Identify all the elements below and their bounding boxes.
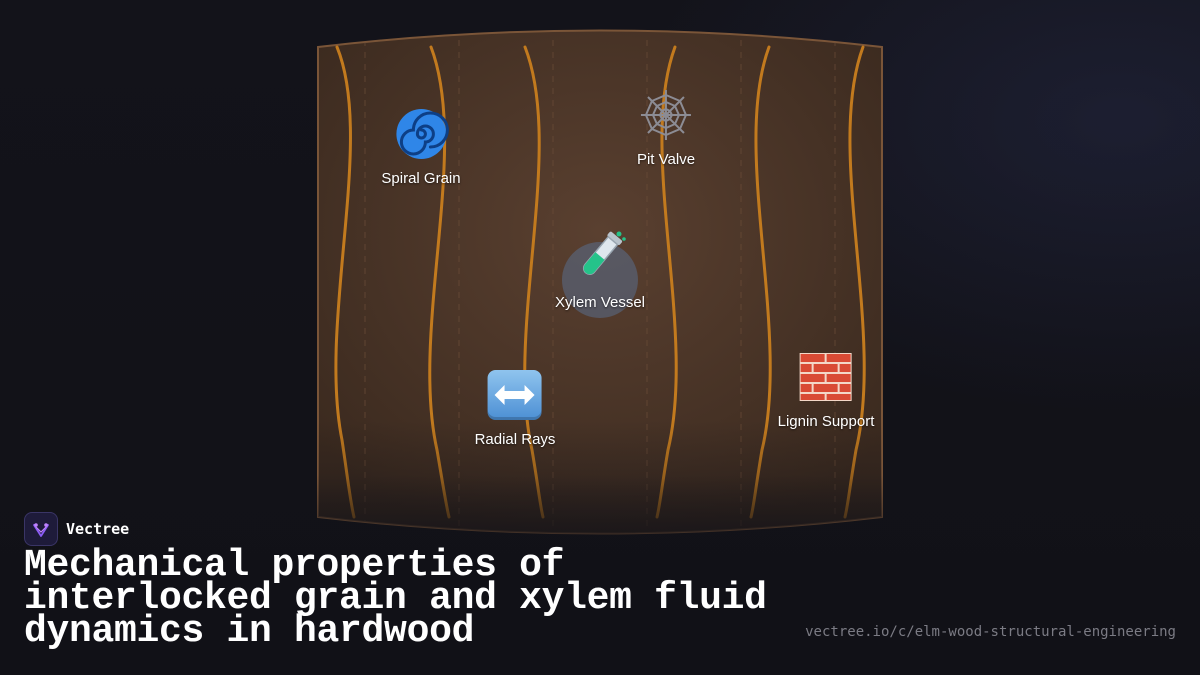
node-label: Lignin Support [777, 413, 875, 430]
node-pit-valve[interactable]: Pit Valve [637, 87, 695, 168]
cyclone-icon [393, 106, 449, 162]
node-label: Radial Rays [474, 431, 556, 448]
node-xylem-vessel[interactable]: Xylem Vessel [554, 228, 646, 318]
brick-icon [798, 349, 854, 405]
vectree-logo-icon [24, 512, 58, 546]
footer-fade [0, 475, 1200, 675]
brand-name: Vectree [66, 520, 130, 538]
node-label: Pit Valve [636, 151, 696, 168]
page-title: Mechanical properties of interlocked gra… [24, 544, 767, 653]
spider-web-icon [638, 87, 694, 143]
node-label: Spiral Grain [381, 170, 461, 187]
brand[interactable]: Vectree [24, 512, 129, 546]
left-right-arrow-icon [488, 370, 542, 420]
node-lignin-support[interactable]: Lignin Support [777, 349, 875, 430]
node-label: Xylem Vessel [554, 294, 646, 311]
source-url[interactable]: vectree.io/c/elm-wood-structural-enginee… [805, 624, 1176, 640]
node-radial-rays[interactable]: Radial Rays [474, 367, 556, 448]
node-spiral-grain[interactable]: Spiral Grain [381, 106, 461, 187]
test-tube-icon [570, 228, 630, 284]
